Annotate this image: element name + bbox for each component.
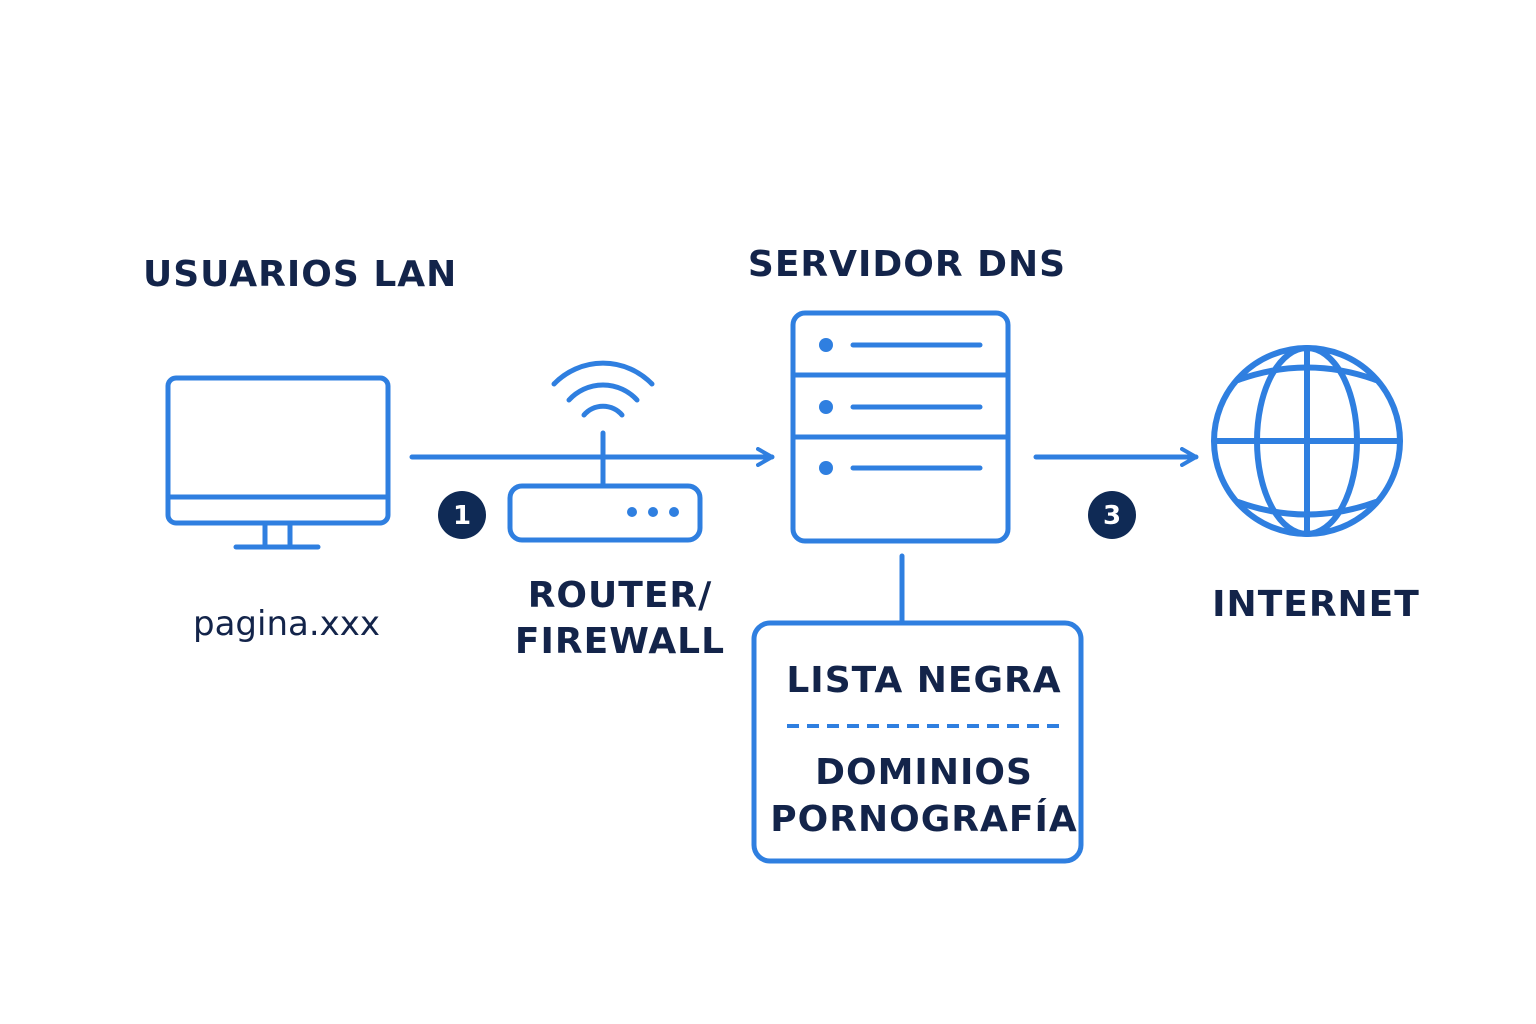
globe-icon [1211, 345, 1403, 537]
blacklist-box [751, 620, 1084, 864]
step-badge-1-number: 1 [453, 501, 471, 531]
lan-users-caption: pagina.xxx [193, 604, 380, 644]
step-badge-3-number: 3 [1103, 501, 1121, 531]
internet-title: INTERNET [1212, 584, 1420, 625]
router-icon [507, 360, 703, 543]
blacklist-title: LISTA NEGRA [786, 660, 1062, 701]
server-indicator-dots [819, 338, 833, 475]
lan-users-title: USUARIOS LAN [143, 254, 458, 295]
step-badge-3: 3 [1088, 491, 1136, 539]
step-badge-1: 1 [438, 491, 486, 539]
router-led-dots [627, 507, 679, 517]
router-title: ROUTER/ FIREWALL [514, 575, 726, 662]
blacklist-content: DOMINIOS PORNOGRAFÍA [770, 752, 1078, 840]
monitor-icon [165, 375, 391, 550]
dns-server-title: SERVIDOR DNS [747, 244, 1067, 285]
server-icon [790, 310, 1011, 544]
